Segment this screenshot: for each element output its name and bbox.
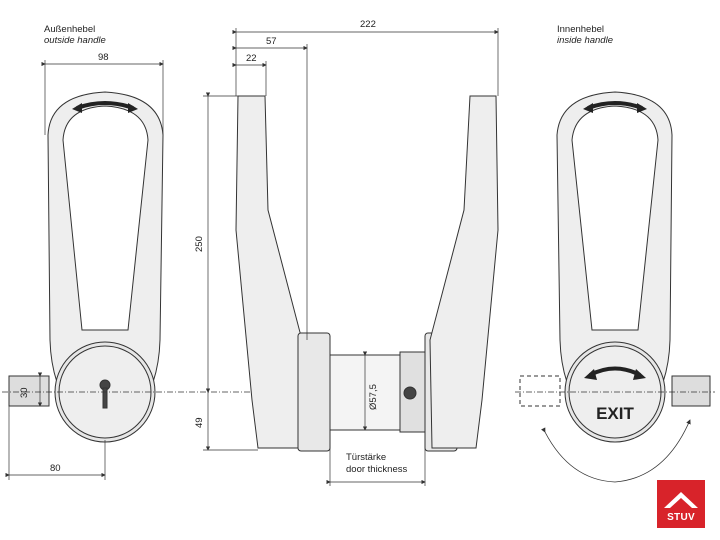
exit-label: EXIT: [596, 404, 634, 423]
side-view: [235, 95, 499, 452]
dim-222: 222: [360, 19, 376, 30]
inside-handle-title-en: inside handle: [557, 35, 613, 46]
stuv-logo: STUV: [657, 480, 705, 528]
inside-handle-title-de: Innenhebel: [557, 24, 605, 35]
dim-22: 22: [246, 53, 257, 64]
inside-spindle: [671, 375, 711, 407]
outside-spindle: [8, 375, 50, 407]
logo-roof-icon: [664, 492, 698, 508]
rotation-arc: [541, 419, 691, 483]
inside-handle-opening: [571, 105, 659, 331]
outside-handle-opening: [62, 105, 149, 331]
side-outside-rosette: [297, 332, 331, 452]
door-thickness-en: door thickness: [346, 464, 408, 475]
outside-handle-title-en: outside handle: [44, 35, 106, 46]
dim-30: 30: [19, 387, 30, 398]
dim-57: 57: [266, 36, 277, 47]
side-outside-lever: [235, 95, 303, 449]
dim-80: 80: [50, 463, 61, 474]
side-inside-lever: [429, 95, 499, 449]
dim-49: 49: [194, 417, 205, 428]
dim-250: 250: [194, 236, 205, 252]
outside-handle-view: [8, 91, 164, 443]
outside-handle-title-de: Außenhebel: [44, 24, 96, 35]
dim-diameter: Ø57,5: [368, 384, 379, 410]
logo-text: STUV: [667, 512, 695, 523]
door-thickness-de: Türstärke: [346, 452, 387, 463]
dim-98: 98: [98, 52, 109, 63]
